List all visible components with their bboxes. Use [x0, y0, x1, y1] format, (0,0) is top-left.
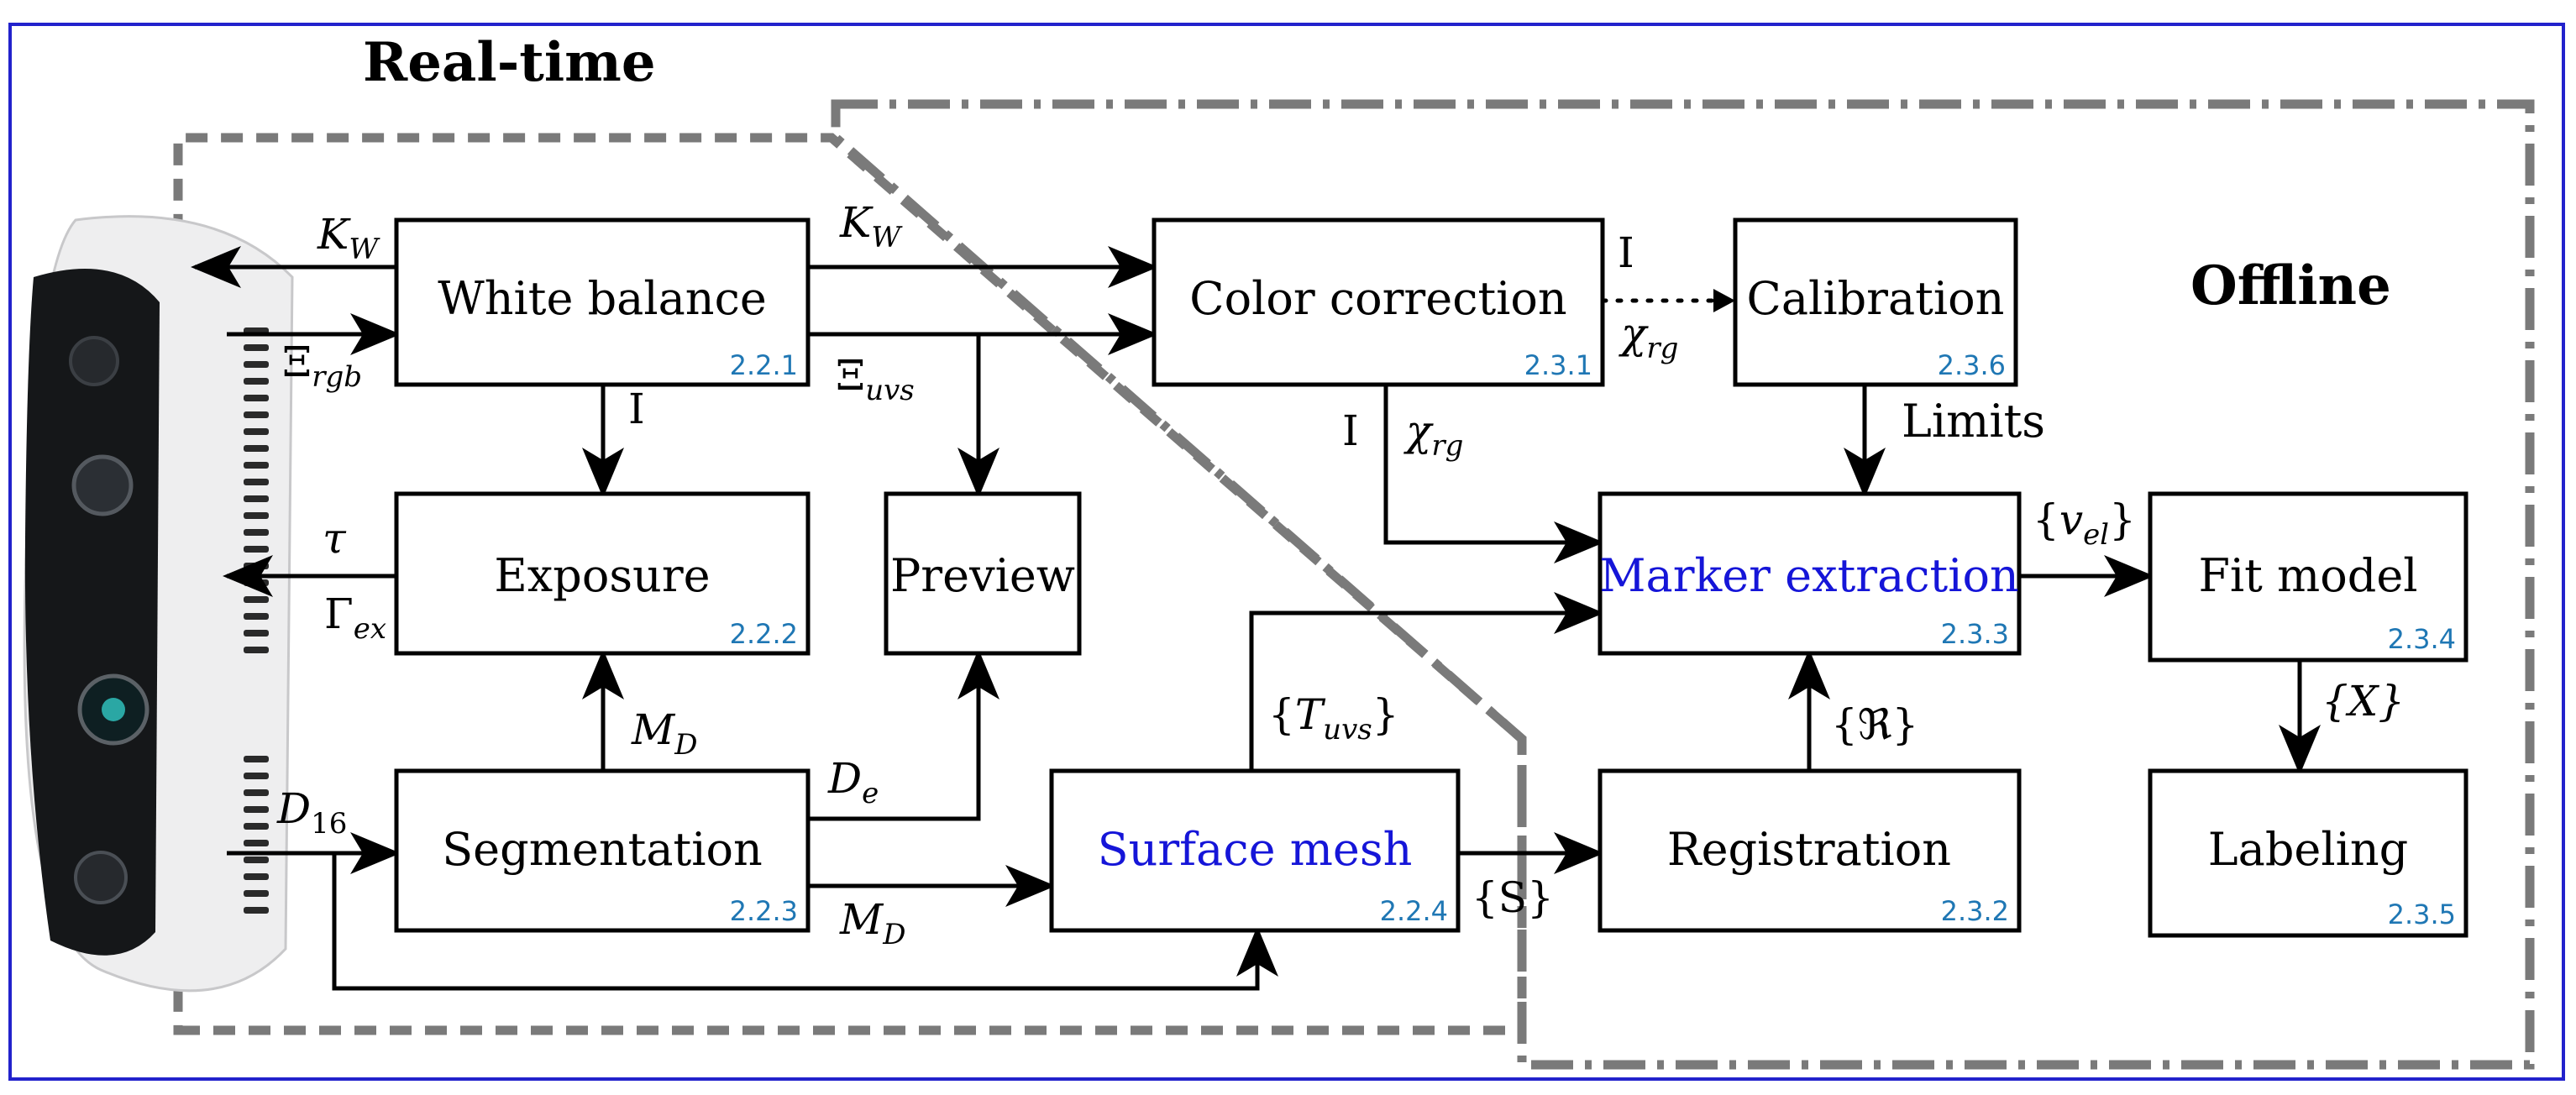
section-ref: 2.3.6	[1938, 349, 2006, 381]
offline-heading: Offline	[2190, 254, 2391, 317]
node-white-balance: White balance 2.2.1	[394, 217, 811, 387]
node-labeling: Labeling 2.3.5	[2148, 768, 2468, 938]
edge-label-i: I	[628, 385, 645, 433]
edge-label-d16: D16	[276, 784, 347, 841]
edge-label-kw-right: KW	[839, 198, 903, 254]
node-marker-extraction: Marker extraction 2.3.3	[1598, 491, 2022, 656]
section-ref: 2.3.3	[1941, 618, 2009, 650]
node-label: White balance	[438, 272, 767, 325]
node-fit-model: Fit model 2.3.4	[2148, 491, 2468, 663]
edge-cc-marker	[1383, 385, 1604, 563]
node-surface-mesh: Surface mesh 2.2.4	[1049, 768, 1461, 933]
edge-label-t-uvs: {Tuvs}	[1268, 690, 1399, 747]
edge-label-i-marker: I	[1342, 406, 1359, 455]
section-ref: 2.3.1	[1524, 349, 1592, 381]
node-exposure: Exposure 2.2.2	[394, 491, 811, 656]
edge-label-x-set: {X}	[2322, 677, 2405, 726]
edge-label-i-calibration: I	[1618, 228, 1634, 277]
section-ref: 2.2.1	[730, 349, 798, 381]
edge-mesh-marker	[1249, 592, 1604, 771]
node-label: Surface mesh	[1098, 823, 1413, 876]
camera-lens	[69, 336, 119, 386]
section-ref: 2.2.3	[730, 895, 798, 927]
edge-label-xi-uvs: Ξuvs	[836, 351, 915, 407]
depth-camera-image	[23, 215, 294, 993]
node-label: Color correction	[1189, 272, 1566, 325]
edge-label-md-exposure: MD	[631, 705, 697, 762]
node-label: Preview	[890, 549, 1075, 602]
node-label: Labeling	[2208, 823, 2408, 876]
node-preview: Preview	[884, 491, 1082, 656]
node-label: Fit model	[2198, 549, 2417, 602]
offline-region	[831, 99, 2535, 1070]
section-ref: 2.3.2	[1941, 895, 2009, 927]
node-label: Registration	[1667, 823, 1951, 876]
section-ref: 2.2.2	[730, 618, 798, 650]
edge-labels: KW Ξrgb KW Ξuvs I τ Γex MD D16 De MD {Tu…	[276, 198, 2405, 951]
edge-label-s-set: {S}	[1472, 873, 1554, 922]
node-segmentation: Segmentation 2.2.3	[394, 768, 811, 933]
node-color-correction: Color correction 2.3.1	[1152, 217, 1605, 387]
realtime-heading: Real-time	[363, 31, 656, 94]
section-ref: 2.2.4	[1380, 895, 1448, 927]
node-label: Exposure	[494, 549, 710, 602]
edges	[191, 246, 2321, 991]
section-ref: 2.3.5	[2388, 899, 2456, 930]
section-ref: 2.3.4	[2388, 623, 2456, 655]
edge-label-re-set: {ℜ}	[1831, 700, 1918, 749]
node-label: Marker extraction	[1599, 549, 2019, 602]
edge-label-chi-marker: χrg	[1403, 406, 1463, 463]
camera-lens	[71, 454, 134, 516]
node-label: Calibration	[1747, 272, 2005, 325]
camera-lens-glint	[102, 698, 125, 721]
edge-label-limits: Limits	[1902, 395, 2045, 448]
node-label: Segmentation	[442, 823, 763, 876]
camera-lens	[74, 851, 128, 904]
edge-label-tau: τ	[323, 514, 347, 563]
edge-label-v-el: {vel}	[2033, 495, 2136, 552]
node-registration: Registration 2.3.2	[1598, 768, 2022, 933]
outer-frame	[8, 23, 2565, 1081]
edge-seg-preview	[808, 649, 999, 821]
edge-label-md-mesh: MD	[839, 895, 905, 951]
edge-label-gamma-ex: Γex	[324, 589, 386, 646]
edge-label-chi-calibration: χrg	[1619, 309, 1678, 365]
edge-label-xi-rgb: Ξrgb	[282, 338, 362, 394]
edge-label-de: De	[827, 754, 879, 810]
node-calibration: Calibration 2.3.6	[1733, 217, 2018, 387]
edge-depth-mesh	[332, 853, 1278, 991]
edge-cc-calibration-head	[1713, 289, 1735, 312]
edge-label-kw-left: KW	[317, 210, 380, 266]
